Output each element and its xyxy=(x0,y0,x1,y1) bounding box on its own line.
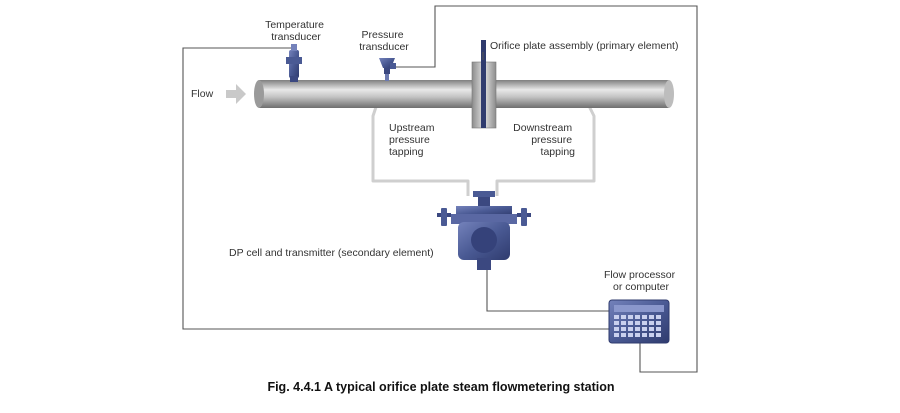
pressure-transducer-icon xyxy=(379,58,396,81)
orifice-plate-label: Orifice plate assembly (primary element) xyxy=(490,40,678,52)
pressure-transducer-label-line-1: Pressure xyxy=(362,29,404,41)
upstream-tapping-label-line-3: tapping xyxy=(389,146,424,158)
keypad-key xyxy=(656,315,661,319)
flow-processor-label: Flow processor or computer xyxy=(604,269,678,293)
flow-arrow-icon xyxy=(226,84,246,104)
keypad-key xyxy=(642,315,647,319)
keypad xyxy=(614,315,661,337)
keypad-key xyxy=(614,333,619,337)
upstream-tapping-label-line-1: Upstream xyxy=(389,122,435,134)
upstream-tapping-label-line-2: pressure xyxy=(389,134,430,146)
downstream-tapping-label-line-3: tapping xyxy=(541,146,576,158)
main-pipe xyxy=(254,80,674,108)
figure-caption: Fig. 4.4.1 A typical orifice plate steam… xyxy=(267,380,614,394)
keypad-key xyxy=(628,333,633,337)
temperature-signal-wire xyxy=(182,47,610,330)
flow-label: Flow xyxy=(191,88,214,100)
keypad-key xyxy=(649,315,654,319)
keypad-key xyxy=(628,327,633,331)
upstream-tapping-label: Upstream pressure tapping xyxy=(389,122,437,158)
keypad-key xyxy=(649,333,654,337)
temperature-transducer-label-line-1: Temperature xyxy=(265,19,324,31)
keypad-key xyxy=(628,321,633,325)
temperature-transducer-icon xyxy=(286,44,302,82)
keypad-key xyxy=(635,333,640,337)
keypad-key xyxy=(642,321,647,325)
keypad-key xyxy=(635,321,640,325)
keypad-key xyxy=(621,333,626,337)
keypad-key xyxy=(635,327,640,331)
pressure-transducer-label: Pressure transducer xyxy=(359,29,409,53)
downstream-impulse-line xyxy=(495,103,596,196)
keypad-key xyxy=(649,327,654,331)
flow-processor-label-line-2: or computer xyxy=(613,281,670,293)
keypad-key xyxy=(621,327,626,331)
flow-processor-label-line-1: Flow processor xyxy=(604,269,676,281)
dp-cell-label: DP cell and transmitter (secondary eleme… xyxy=(229,247,434,259)
temperature-transducer-label-line-2: transducer xyxy=(271,31,321,43)
keypad-key xyxy=(642,327,647,331)
keypad-key xyxy=(649,321,654,325)
keypad-key xyxy=(656,327,661,331)
keypad-key xyxy=(656,333,661,337)
upstream-impulse-line xyxy=(371,103,470,196)
flow-computer-icon xyxy=(608,299,670,344)
pressure-transducer-label-line-2: transducer xyxy=(359,41,409,53)
orifice-plate-assembly xyxy=(471,40,497,129)
signal-wiring xyxy=(182,5,698,373)
downstream-tapping-label-line-2: pressure xyxy=(531,134,572,146)
keypad-key xyxy=(614,327,619,331)
keypad-key xyxy=(614,315,619,319)
keypad-key xyxy=(621,315,626,319)
keypad-key xyxy=(656,321,661,325)
temperature-transducer-label: Temperature transducer xyxy=(265,19,327,43)
pressure-signal-wire xyxy=(390,5,698,373)
dp-cell-icon xyxy=(437,191,531,270)
impulse-lines xyxy=(371,103,596,196)
keypad-key xyxy=(628,315,633,319)
keypad-key xyxy=(614,321,619,325)
keypad-key xyxy=(642,333,647,337)
keypad-key xyxy=(621,321,626,325)
downstream-tapping-label-line-1: Downstream xyxy=(513,122,572,134)
keypad-key xyxy=(635,315,640,319)
downstream-tapping-label: Downstream pressure tapping xyxy=(513,122,575,158)
dp-signal-wire xyxy=(486,270,611,312)
